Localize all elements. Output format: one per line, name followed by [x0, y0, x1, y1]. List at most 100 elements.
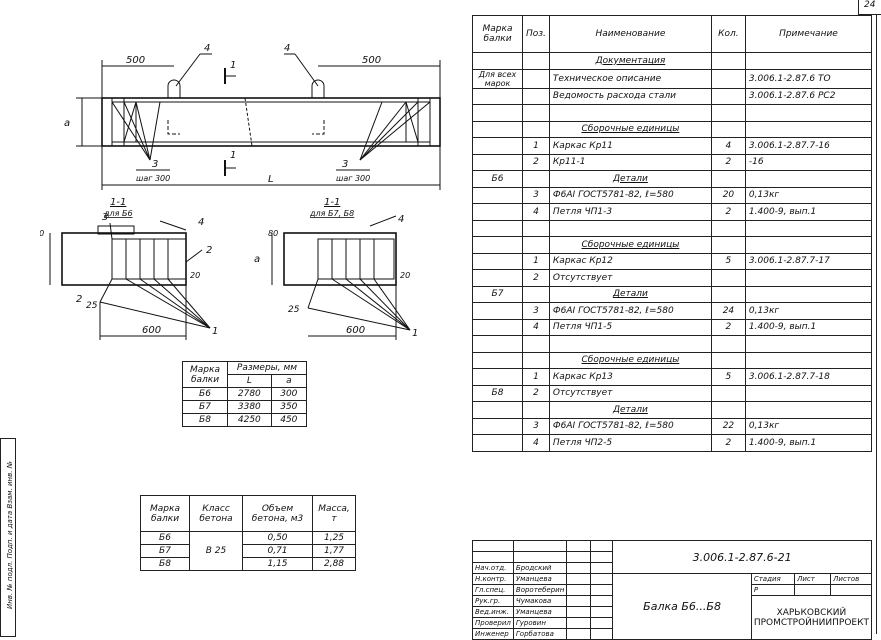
spec-cell-note: 3.006.1-2.87.7-18: [744, 368, 873, 386]
stamp-role: Инженер: [472, 628, 514, 640]
spec-cell-qty: [710, 285, 746, 303]
stamp-date: [590, 573, 614, 585]
table-row: [472, 104, 873, 122]
step-right: шаг 300: [336, 174, 370, 183]
table-row: [472, 335, 873, 353]
stamp-role: [472, 551, 514, 563]
sheet-number: 24: [864, 0, 876, 10]
spec-cell-name: Каркас Кр11: [548, 137, 712, 155]
spec-cell-name: Петля ЧП1-5: [548, 318, 712, 336]
spec-cell-name: Детали: [548, 285, 712, 303]
spec-cell-pos: 3: [522, 417, 550, 435]
table-row: Сборочные единицы: [472, 120, 873, 138]
spec-cell-note: 0,13кг: [744, 186, 873, 204]
stamp-signature: [566, 617, 592, 629]
dim-80-left: 80: [40, 229, 44, 238]
spec-cell-qty: [710, 52, 746, 70]
spec-cell-name: Документация: [548, 52, 712, 70]
callout-4-section-right: 4: [398, 214, 404, 225]
stamp-signature: [566, 573, 592, 585]
spec-cell-name: Петля ЧП2-5: [548, 434, 712, 452]
concrete-col-mark: Марка балки: [140, 495, 190, 532]
spec-cell-note: [744, 401, 873, 419]
spec-cell-name: [548, 219, 712, 237]
spec-cell-group: [472, 269, 523, 287]
stamp-signature: [566, 540, 592, 552]
dim-20-left: 20: [190, 271, 200, 280]
side-strip: Инв. № подл. Подп. и дата Взам. инв. №: [0, 438, 16, 637]
cell: 450: [270, 413, 308, 427]
spec-cell-name: Ведомость расхода стали: [548, 87, 712, 105]
callout-4-left: 4: [204, 43, 210, 54]
specification-table: Марка балки Поз. Наименование Кол. Приме…: [472, 15, 873, 452]
spec-cell-name: Петля ЧП1-3: [548, 203, 712, 221]
spec-cell-group: [472, 120, 523, 138]
concrete-col-volume: Объем бетона, м3: [241, 495, 314, 532]
spec-cell-group: Для всех марок: [472, 68, 523, 89]
spec-cell-pos: [522, 87, 550, 105]
spec-cell-name: Ф6АI ГОСТ5781-82, ℓ=580: [548, 186, 712, 204]
spec-cell-qty: [710, 269, 746, 287]
spec-cell-group: Б7: [472, 285, 523, 303]
spec-cell-note: [744, 219, 873, 237]
spec-cell-note: 3.006.1-2.87.6 ТО: [744, 68, 873, 89]
size-col-mark: Марка балки: [182, 361, 228, 388]
cell: Б6: [140, 531, 190, 545]
spec-cell-name: Кр11-1: [548, 153, 712, 171]
sheet-label: Лист: [794, 573, 832, 585]
stamp-signature: [566, 562, 592, 574]
spec-cell-name: Отсутствует: [548, 269, 712, 287]
spec-cell-pos: 4: [522, 318, 550, 336]
spec-cell-pos: [522, 236, 550, 254]
dim-25-right: 25: [288, 305, 300, 315]
cell: 1,25: [312, 531, 356, 545]
spec-cell-qty: [710, 219, 746, 237]
spec-cell-note: [744, 52, 873, 70]
spec-cell-name: Отсутствует: [548, 384, 712, 402]
spec-cell-qty: [710, 351, 746, 369]
dim-600-right: 600: [346, 325, 365, 336]
stamp-person: [512, 540, 568, 552]
spec-cell-note: [744, 269, 873, 287]
stamp-person: Уманцева: [512, 606, 568, 618]
step-left: шаг 300: [136, 174, 170, 183]
dim-600-left: 600: [142, 325, 161, 336]
spec-cell-pos: 4: [522, 203, 550, 221]
spec-cell-qty: 2: [710, 203, 746, 221]
callout-1-right: 1: [412, 328, 418, 339]
section-right-title: 1-1: [324, 197, 340, 208]
spec-cell-group: [472, 236, 523, 254]
spec-cell-note: -16: [744, 153, 873, 171]
spec-cell-group: [472, 137, 523, 155]
stamp-role: Вед.инж.: [472, 606, 514, 618]
stamp-date: [590, 584, 614, 596]
spec-cell-name: Сборочные единицы: [548, 351, 712, 369]
spec-cell-pos: [522, 170, 550, 188]
cell: Б8: [182, 413, 228, 427]
spec-cell-name: Техническое описание: [548, 68, 712, 89]
table-row: Сборочные единицы: [472, 236, 873, 254]
stamp-person: Уманцева: [512, 573, 568, 585]
spec-cell-note: 3.006.1-2.87.7-16: [744, 137, 873, 155]
spec-cell-qty: 2: [710, 434, 746, 452]
callout-3-section: 3: [102, 212, 108, 223]
spec-cell-name: Сборочные единицы: [548, 120, 712, 138]
spec-col-note: Примечание: [744, 15, 873, 53]
stamp-person: Чумакова: [512, 595, 568, 607]
spec-cell-note: [744, 120, 873, 138]
spec-cell-pos: [522, 68, 550, 89]
cell: 1,77: [312, 544, 356, 558]
